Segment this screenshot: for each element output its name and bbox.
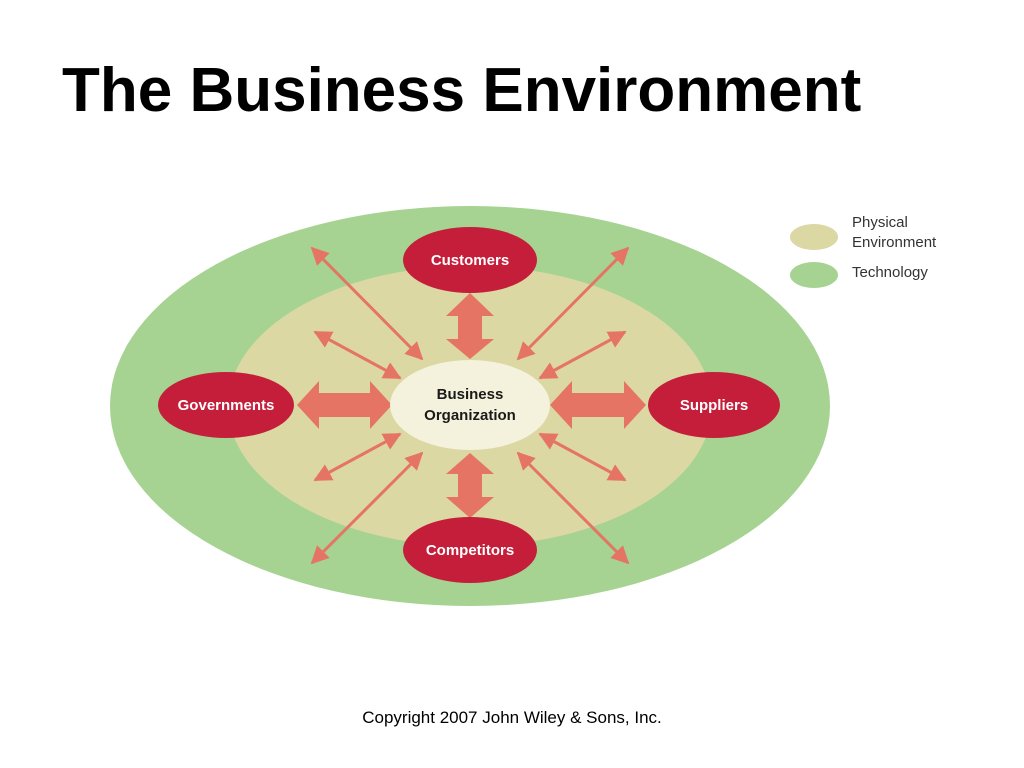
governments-node [158, 372, 294, 438]
core-label-line2: Organization [424, 407, 516, 424]
arrow-governments [297, 381, 392, 429]
governments-label: Governments [178, 397, 275, 414]
arrow-upper-right-inner [538, 330, 627, 380]
slide-title: The Business Environment [62, 56, 862, 125]
arrow-customers [446, 293, 494, 359]
suppliers-label: Suppliers [680, 397, 748, 414]
legend-physical-label-line1: Physical [852, 214, 908, 231]
arrow-lower-right-outer [516, 451, 630, 565]
legend: Physical Environment Technology [790, 214, 937, 288]
arrow-lower-left-outer [310, 451, 424, 565]
thin-arrows [310, 246, 630, 565]
copyright-footer: Copyright 2007 John Wiley & Sons, Inc. [362, 708, 662, 727]
competitors-node [403, 517, 537, 583]
arrow-upper-left-outer [310, 246, 424, 361]
competitors-label: Competitors [426, 542, 514, 559]
legend-technology-label: Technology [852, 264, 928, 281]
legend-technology-swatch [790, 262, 838, 288]
legend-physical-label-line2: Environment [852, 234, 937, 251]
suppliers-node [648, 372, 780, 438]
arrow-lower-right-inner [538, 432, 627, 482]
arrow-lower-left-inner [313, 432, 402, 482]
arrow-competitors [446, 453, 494, 518]
arrow-upper-right-outer [516, 246, 630, 361]
customers-label: Customers [431, 252, 509, 269]
core-label-line1: Business [437, 386, 504, 403]
arrow-upper-left-inner [313, 330, 402, 380]
thick-arrows [297, 293, 646, 518]
arrow-suppliers [550, 381, 646, 429]
legend-physical-swatch [790, 224, 838, 250]
business-organization-core [390, 360, 550, 450]
customers-node [403, 227, 537, 293]
